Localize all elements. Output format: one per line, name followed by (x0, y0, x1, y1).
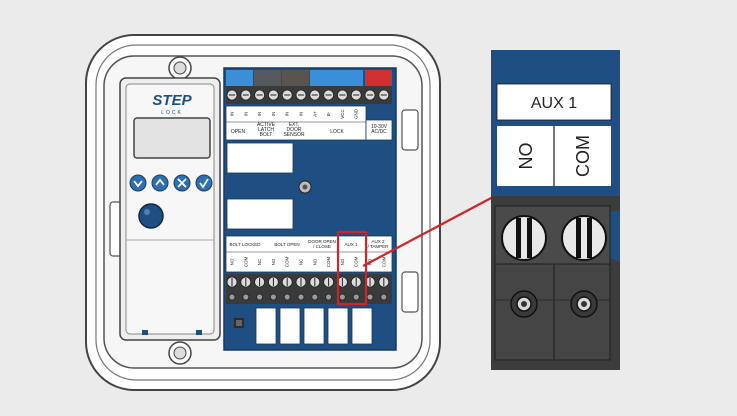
confirm-button (195, 174, 213, 192)
brand-logo-sub: LOCK (161, 110, 183, 116)
keypad-module: STEP LOCK (119, 77, 221, 341)
bottom-group-label: AUX 2/ TAMPER (368, 239, 390, 249)
enclosure-right-latch-bottom (401, 271, 419, 313)
bottom-terminal-label: NO (271, 258, 276, 265)
screw-hole-top-icon (168, 56, 192, 80)
top-group-label: OPEN (231, 129, 246, 135)
relay-pads (255, 307, 373, 345)
bottom-wire-entry-icon (283, 293, 291, 301)
bottom-wire-entry-icon (256, 293, 264, 301)
bottom-terminal-label: NO (312, 258, 317, 265)
top-terminal-block (226, 70, 392, 104)
bottom-group-label: BOLT OPEN (274, 242, 299, 247)
bottom-terminal-label: COM (326, 257, 331, 268)
top-terminal-label: IN (257, 112, 262, 117)
bottom-wire-entry-icon (338, 293, 346, 301)
bottom-wire-entry-icon (311, 293, 319, 301)
bottom-terminal-label: COM (354, 257, 359, 268)
aux1-highlight-box (336, 230, 368, 306)
bottom-wire-entry-icon (352, 293, 360, 301)
down-button (129, 174, 147, 192)
mounting-screw-icon (298, 180, 312, 194)
enclosure-right-latch-top (401, 109, 419, 151)
lcd-display (133, 117, 211, 159)
bottom-wire-entry-icon (366, 293, 374, 301)
bottom-terminal-label: NO (230, 258, 235, 265)
bottom-group-label: BOLT LOCKED (229, 242, 261, 247)
bottom-wire-entry-icon (380, 293, 388, 301)
top-terminal-label: IN (299, 112, 304, 117)
led-area (234, 318, 244, 328)
bottom-terminal-label: COM (381, 257, 386, 268)
bottom-group-label: DOOR OPEN/ CLOSE (308, 239, 336, 249)
board-slot-1 (226, 142, 294, 174)
up-button (151, 174, 169, 192)
top-terminal-label: GND (354, 108, 359, 119)
top-terminal-label: IN (271, 112, 276, 117)
brand-logo: STEP (152, 92, 192, 109)
detail-label-no: NO (516, 143, 536, 170)
top-terminal-label: VCC (340, 109, 345, 119)
bottom-group-label: AUX 1 (344, 242, 358, 247)
bottom-terminal-label: NO (340, 258, 345, 265)
screw-com-icon (561, 215, 607, 261)
wire-entry-no-icon (510, 290, 538, 318)
aux1-detail-panel: AUX 1 NO COM (491, 50, 620, 370)
top-terminal-label: A+ (312, 111, 317, 117)
bottom-wire-entry-icon (228, 293, 236, 301)
wire-entry-com-icon (570, 290, 598, 318)
keypad-buttons (129, 174, 213, 192)
bottom-wire-entry-icon (242, 293, 250, 301)
cancel-button (173, 174, 191, 192)
bottom-terminal-label: NC (257, 258, 262, 265)
top-terminal-label: IN (285, 112, 290, 117)
bottom-wire-entry-icon (325, 293, 333, 301)
bottom-terminal-label: NC (299, 258, 304, 265)
bottom-wire-entry-icon (269, 293, 277, 301)
top-terminal-label: IN (243, 112, 248, 117)
top-terminal-label: B- (326, 111, 331, 116)
detail-title: AUX 1 (531, 95, 577, 112)
bottom-terminal-label: COM (243, 257, 248, 268)
top-terminal-label: IN (230, 112, 235, 117)
bottom-terminal-label: COM (285, 257, 290, 268)
bottom-terminal-block (226, 274, 392, 304)
callout-line (362, 196, 494, 267)
screw-no-icon (501, 215, 547, 261)
top-group-label: LOCK (330, 129, 344, 135)
bottom-wire-entry-icon (297, 293, 305, 301)
screw-hole-bottom-icon (168, 341, 192, 365)
round-button (138, 203, 164, 229)
detail-label-com: COM (573, 135, 593, 177)
board-slot-2 (226, 198, 294, 230)
bottom-label-strip: BOLT LOCKED BOLT OPEN DOOR OPEN/ CLOSE AUX … (225, 235, 393, 273)
